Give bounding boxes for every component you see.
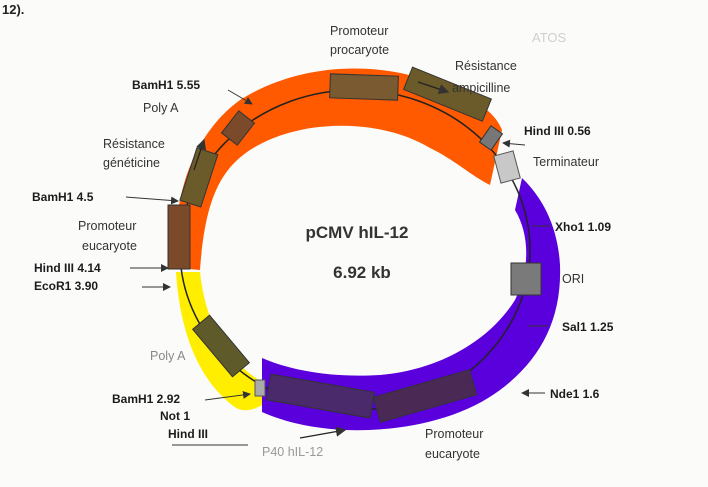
site-hind3-414: Hind III 4.14 [34, 261, 101, 275]
hind3-marker-box [478, 125, 504, 151]
poly-a-bottom-box [191, 314, 251, 378]
small-gray-box [254, 379, 266, 397]
promoteur-eucaryote-bottom-label-1: Promoteur [425, 427, 483, 441]
site-ecor1: EcoR1 3.90 [34, 279, 98, 293]
geneticine-direction-arrow [193, 138, 207, 171]
resistance-geneticine-label-1: Résistance [103, 137, 165, 151]
poly-a-bottom-label: Poly A [150, 349, 186, 363]
site-xho1: Xho1 1.09 [555, 220, 611, 234]
site-not1: Not 1 [160, 409, 190, 423]
plasmid-name: pCMV hIL-12 [306, 223, 409, 242]
p40-label: P40 hIL-12 [262, 445, 323, 459]
site-sal1: Sal1 1.25 [562, 320, 614, 334]
poly-a-top-box [220, 110, 256, 146]
bamh1-45-arrow [125, 196, 179, 205]
plasmid-size: 6.92 kb [333, 263, 391, 282]
p40-box [265, 373, 376, 419]
site-bamh1-45: BamH1 4.5 [32, 190, 94, 204]
promoteur-eucaryote-left-label-2: eucaryote [82, 239, 137, 253]
ori-label: ORI [562, 272, 584, 286]
resistance-ampicilline-label-1: Résistance [455, 59, 517, 73]
resistance-geneticine-box [179, 147, 219, 208]
terminateur-box [493, 150, 521, 184]
promoteur-procaryote-label-1: Promoteur [330, 24, 388, 38]
purple-highlight-region [262, 178, 561, 431]
p40-direction-arrow [299, 426, 347, 439]
poly-a-top-label: Poly A [143, 101, 179, 115]
resistance-ampicilline-label-2: ampicilline [452, 81, 510, 95]
bamh1-555-arrow [227, 89, 253, 105]
resistance-ampicilline-box [402, 66, 493, 122]
ori-box [510, 262, 542, 296]
promoteur-eucaryote-left-label-1: Promoteur [78, 219, 136, 233]
promoteur-eucaryote-bottom-box [372, 369, 478, 423]
ampicilline-direction-arrow [417, 81, 450, 95]
site-hind3: Hind III [168, 427, 208, 441]
hind3-056-arrow [502, 139, 526, 148]
promoteur-procaryote-label-2: procaryote [330, 43, 389, 57]
bamh1-292-arrow [204, 390, 251, 401]
site-bamh1-555: BamH1 5.55 [132, 78, 200, 92]
site-bamh1-292: BamH1 2.92 [112, 392, 180, 406]
site-hind3-056: Hind III 0.56 [524, 124, 591, 138]
site-nde1: Nde1 1.6 [550, 387, 600, 401]
orange-highlight-region [175, 68, 502, 270]
promoteur-eucaryote-bottom-label-2: eucaryote [425, 447, 480, 461]
promoteur-procaryote-box [329, 73, 399, 101]
corner-text: 12). [2, 2, 24, 17]
resistance-geneticine-label-2: généticine [103, 156, 160, 170]
terminateur-label: Terminateur [533, 155, 599, 169]
promoteur-eucaryote-left-box [167, 204, 191, 270]
faint-background-text: ATOS [532, 30, 567, 45]
